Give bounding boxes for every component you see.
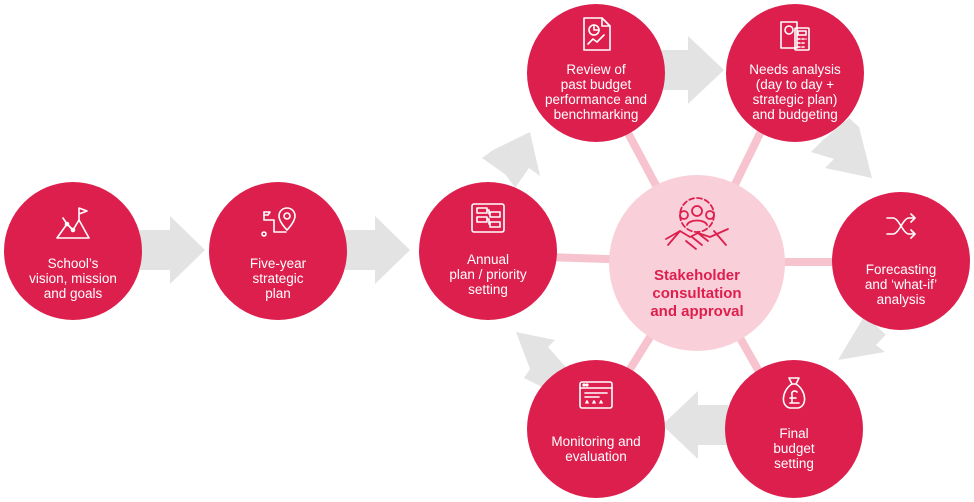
calculator-document-icon	[780, 21, 810, 51]
arrow-annual-to-review	[482, 132, 540, 188]
route-pin-icon	[261, 207, 296, 237]
arrow-vision-to-strategic	[140, 216, 205, 284]
document-chart-icon	[583, 17, 611, 51]
arrow-final-to-monitor	[662, 391, 728, 459]
node-vision-label: School’s vision, mission and goals	[29, 256, 117, 301]
center-label: Stakeholder consultation and approval	[650, 267, 744, 320]
gears-people-handshake-icon	[665, 197, 729, 250]
node-forecast: Forecasting and ‘what-if’ analysis	[832, 192, 970, 330]
mountain-flag-icon	[56, 207, 90, 239]
node-review-label: Review of past budget performance and be…	[544, 62, 648, 122]
browser-rating-icon	[579, 381, 613, 409]
node-annual: Annual plan / priority setting	[419, 182, 557, 320]
arrow-review-to-needs	[653, 36, 724, 104]
arrow-forecast-to-final	[838, 305, 898, 360]
node-annual-label: Annual plan / priority setting	[449, 252, 527, 297]
node-forecast-label: Forecasting and ‘what-if’ analysis	[864, 262, 938, 307]
node-needs: Needs analysis (day to day + strategic p…	[726, 4, 864, 142]
arrow-strategic-to-annual	[345, 216, 410, 284]
pound-money-bag-icon	[782, 377, 806, 409]
arrow-needs-to-forecast	[811, 118, 872, 178]
flowchart-board-icon	[471, 203, 505, 233]
node-strategic-label: Five-year strategic plan	[249, 256, 307, 301]
node-needs-label: Needs analysis (day to day + strategic p…	[749, 62, 841, 122]
node-vision: School’s vision, mission and goals	[4, 182, 142, 320]
node-final-label: Final budget setting	[773, 426, 815, 471]
center-node: Stakeholder consultation and approval	[609, 175, 785, 351]
node-strategic: Five-year strategic plan	[209, 182, 347, 320]
node-monitor-label: Monitoring and evaluation	[551, 434, 641, 464]
node-review: Review of past budget performance and be…	[527, 4, 665, 142]
node-monitor: Monitoring and evaluation	[527, 360, 665, 498]
shuffle-arrows-icon	[886, 213, 916, 239]
node-final: Final budget setting	[725, 360, 863, 498]
